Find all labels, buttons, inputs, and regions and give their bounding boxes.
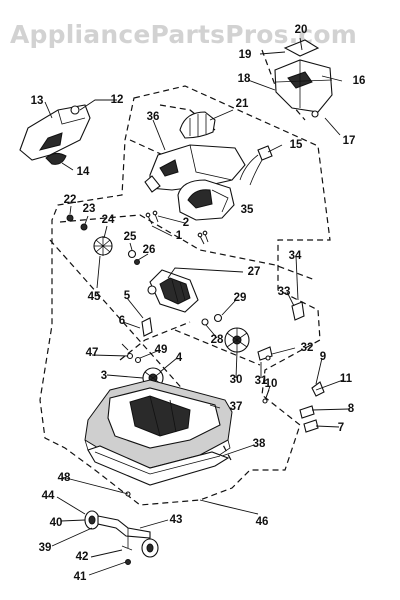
callout-8: 8 (348, 403, 355, 415)
callout-17: 17 (343, 135, 356, 147)
callout-7: 7 (338, 422, 344, 434)
callout-24: 24 (102, 214, 115, 226)
part-22-23-washers (66, 214, 140, 265)
callout-numbers: 2 1 3 4 5 6 7 8 9 10 11 12 13 14 15 16 1… (31, 24, 366, 583)
callout-45: 45 (88, 291, 101, 303)
callout-22: 22 (64, 194, 77, 206)
callout-48: 48 (58, 472, 71, 484)
callout-14: 14 (77, 166, 90, 178)
callout-19: 19 (239, 49, 252, 61)
part-13-cover (19, 104, 91, 161)
part-7-8-9-11-latch (299, 381, 325, 433)
callout-5: 5 (124, 290, 131, 302)
callout-46: 46 (256, 516, 269, 528)
callout-21: 21 (236, 98, 249, 110)
callout-34: 34 (289, 250, 302, 262)
callout-37: 37 (230, 401, 243, 413)
part-36-duct (144, 144, 246, 193)
callout-44: 44 (42, 490, 55, 502)
callout-31: 31 (255, 375, 268, 387)
part-motor (147, 269, 199, 313)
leader-lines (44, 37, 350, 576)
part-14-belt (45, 152, 67, 165)
part-screws-1-2 (145, 210, 209, 245)
callout-47: 47 (86, 347, 99, 359)
callout-1: 1 (176, 230, 183, 242)
callout-15: 15 (290, 139, 303, 151)
callout-23: 23 (83, 203, 96, 215)
callout-12: 12 (111, 94, 124, 106)
callout-16: 16 (353, 75, 366, 87)
callout-10: 10 (265, 378, 278, 390)
callout-30: 30 (230, 374, 243, 386)
callout-39: 39 (39, 542, 52, 554)
part-29-28-washers (201, 313, 223, 326)
part-33-34-clip (291, 301, 305, 321)
callout-11: 11 (340, 373, 353, 385)
callout-33: 33 (278, 286, 291, 298)
part-31-32-bracket (257, 346, 273, 361)
callout-32: 32 (301, 342, 314, 354)
part-30-impeller (224, 327, 250, 353)
part-15-connector (239, 145, 273, 186)
part-16-17-switch-housing (274, 39, 333, 118)
callout-28: 28 (211, 334, 224, 346)
part-38-bumper (87, 445, 230, 486)
callout-20: 20 (295, 24, 308, 36)
callout-40: 40 (50, 517, 63, 529)
callout-27: 27 (248, 266, 261, 278)
callout-41: 41 (74, 571, 87, 583)
callout-25: 25 (124, 231, 137, 243)
callout-43: 43 (170, 514, 183, 526)
callout-42: 42 (76, 551, 89, 563)
part-45-fan (93, 236, 113, 256)
part-37-base (84, 379, 233, 479)
callout-3: 3 (101, 370, 107, 382)
callout-38: 38 (253, 438, 266, 450)
part-21-cap (179, 111, 216, 139)
part-5-6-pin (141, 317, 153, 337)
part-47-49-screws (121, 343, 142, 364)
part-39-40-43-wheel-assembly (84, 491, 159, 565)
callout-6: 6 (119, 315, 125, 327)
callout-9: 9 (320, 351, 326, 363)
callout-29: 29 (234, 292, 247, 304)
callout-49: 49 (155, 344, 168, 356)
callout-4: 4 (176, 352, 183, 364)
callout-2: 2 (183, 217, 189, 229)
callout-13: 13 (31, 95, 44, 107)
part-35-fan-housing (177, 179, 235, 221)
callout-36: 36 (147, 111, 160, 123)
callout-26: 26 (143, 244, 156, 256)
callout-18: 18 (238, 73, 251, 85)
callout-35: 35 (241, 204, 254, 216)
